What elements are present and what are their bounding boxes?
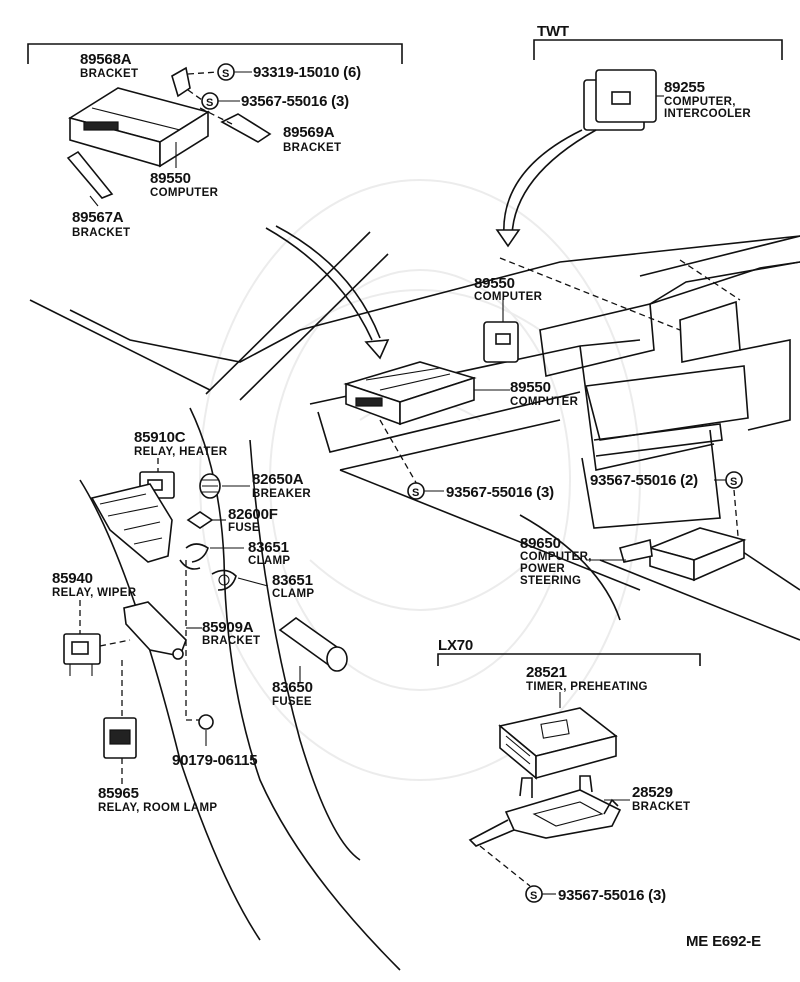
part-name-89255-line2: INTERCOOLER (664, 108, 751, 120)
svg-text:S: S (412, 487, 419, 499)
part-number-90179-06115: 90179-06115 (172, 752, 257, 769)
part-name-82650a: BREAKER (252, 488, 311, 500)
part-number-93567-55016-center: 93567-55016 (3) (446, 484, 554, 501)
part-name-89255-line1: COMPUTER, (664, 96, 736, 108)
fusee-83650-drawing (278, 617, 348, 672)
part-name-89568a: BRACKET (80, 68, 138, 80)
part-number-89650: 89650 (520, 535, 561, 552)
part-name-89569a: BRACKET (283, 142, 341, 154)
part-name-83650: FUSEE (272, 696, 312, 708)
s-marker-screw-1: S (217, 63, 235, 81)
part-number-93319-15010: 93319-15010 (6) (253, 64, 361, 81)
clamp-83651-a-drawing (179, 543, 209, 570)
relay-room-lamp-85965-drawing (103, 717, 137, 759)
part-name-85909a: BRACKET (202, 635, 260, 647)
part-number-82650a: 82650A (252, 471, 304, 488)
part-name-89650-line3: STEERING (520, 575, 581, 587)
part-number-85909a: 85909A (202, 619, 254, 636)
bracket-89567a-drawing (66, 150, 114, 199)
part-name-85910c: RELAY, HEATER (134, 446, 228, 458)
bracket-89569a-drawing (220, 113, 272, 143)
svg-text:S: S (530, 890, 537, 902)
s-marker-screw-right: S (725, 471, 743, 489)
part-name-89567a: BRACKET (72, 227, 130, 239)
svg-text:S: S (206, 97, 213, 109)
fuse-82600f-drawing (186, 511, 214, 529)
part-name-89650-line2: POWER (520, 563, 565, 575)
computer-89550-top-drawing (68, 87, 210, 168)
part-number-89550-mid: 89550 (474, 275, 515, 292)
clamp-83651-b-drawing (211, 569, 237, 591)
part-number-93567-55016-top: 93567-55016 (3) (241, 93, 349, 110)
computer-intercooler-89255-drawing (583, 69, 657, 131)
part-name-28521: TIMER, PREHEATING (526, 681, 648, 693)
group-bracket-lx70 (437, 653, 701, 666)
part-name-28529: BRACKET (632, 801, 690, 813)
part-number-89569a: 89569A (283, 124, 335, 141)
part-number-89255: 89255 (664, 79, 705, 96)
part-number-89568a: 89568A (80, 51, 132, 68)
part-name-85965: RELAY, ROOM LAMP (98, 802, 217, 814)
bracket-89568a-drawing (171, 66, 191, 98)
part-number-83650: 83650 (272, 679, 313, 696)
s-marker-screw-2: S (201, 92, 219, 110)
part-number-85910c: 85910C (134, 429, 186, 446)
part-name-89550-main: COMPUTER (510, 396, 579, 408)
relay-wiper-85940-drawing (63, 633, 101, 676)
part-number-28529: 28529 (632, 784, 673, 801)
group-bracket-top-left (27, 43, 403, 64)
part-number-89550-top: 89550 (150, 170, 191, 187)
part-number-89550-main: 89550 (510, 379, 551, 396)
timer-preheating-28521-drawing (498, 707, 618, 780)
s-marker-screw-bottom: S (525, 885, 543, 903)
bolt-90179-drawing (198, 714, 214, 730)
figure-code: ME E692-E (686, 933, 761, 950)
s-marker-screw-center: S (407, 482, 425, 500)
part-name-82600f: FUSE (228, 522, 260, 534)
part-name-83651-a: CLAMP (248, 555, 290, 567)
computer-89550-mid-drawing (483, 321, 519, 363)
part-number-82600f: 82600F (228, 506, 278, 523)
computer-89550-main-drawing (343, 361, 477, 426)
part-name-89650-line1: COMPUTER, (520, 551, 592, 563)
part-number-89567a: 89567A (72, 209, 124, 226)
part-number-83651-b: 83651 (272, 572, 313, 589)
group-label-lx70: LX70 (438, 637, 473, 654)
group-label-twt: TWT (537, 23, 569, 40)
bracket-85909a-drawing (123, 601, 187, 660)
part-name-89550-mid: COMPUTER (474, 291, 543, 303)
part-number-85965: 85965 (98, 785, 139, 802)
breaker-82650a-drawing (199, 473, 221, 499)
part-number-83651-a: 83651 (248, 539, 289, 556)
computer-power-steering-89650-drawing (619, 527, 747, 582)
part-number-93567-55016-right: 93567-55016 (2) (590, 472, 698, 489)
junction-block-drawing (90, 483, 173, 563)
bracket-28529-drawing (468, 775, 622, 847)
part-number-28521: 28521 (526, 664, 567, 681)
group-bracket-twt (533, 39, 783, 60)
part-name-89550-top: COMPUTER (150, 187, 219, 199)
dashboard-outline (29, 231, 800, 971)
part-name-83651-b: CLAMP (272, 588, 314, 600)
part-number-85940: 85940 (52, 570, 93, 587)
svg-text:S: S (222, 68, 229, 80)
svg-text:S: S (730, 476, 737, 488)
part-number-93567-55016-bottom: 93567-55016 (3) (558, 887, 666, 904)
part-name-85940: RELAY, WIPER (52, 587, 137, 599)
